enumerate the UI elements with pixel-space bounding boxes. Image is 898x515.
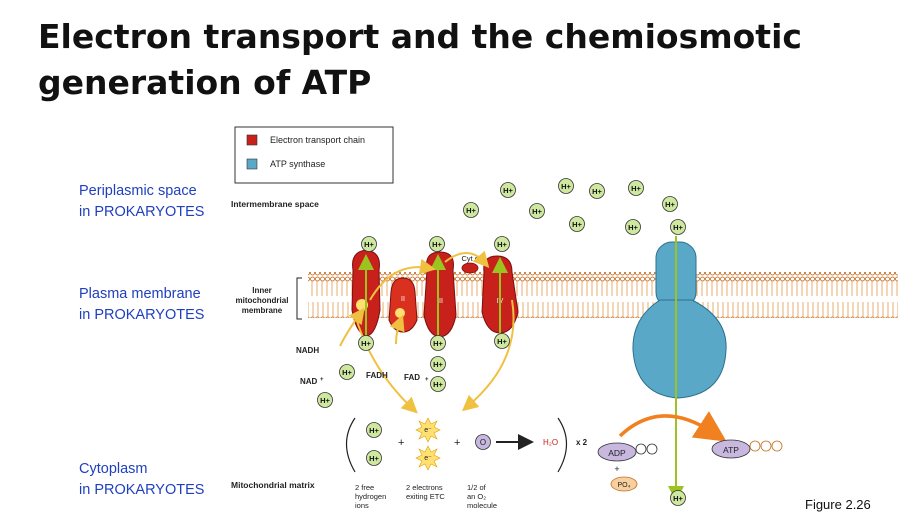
complex-3: III: [423, 251, 457, 338]
slide-title: Electron transport and the chemiosmotic …: [38, 17, 802, 102]
nadh-label: NADH: [296, 346, 319, 355]
figure-label: Figure 2.26: [805, 497, 871, 512]
cap-1a: 2 free: [355, 483, 374, 492]
plasma-membrane-label: Plasma membrane in PROKARYOTES: [79, 284, 204, 326]
proton-pool-top: [361, 178, 686, 252]
water-formation-equation: + e⁻ e⁻ + O H₂O x 2: [345, 417, 588, 473]
inner-label-2: mitochondrial: [236, 296, 289, 305]
cap-3a: 1/2 of: [467, 483, 487, 492]
nad-label: NAD: [300, 377, 318, 386]
etc-swatch: [246, 134, 258, 146]
times-two: x 2: [576, 438, 588, 447]
cytoplasm-label: Cytoplasm in PROKARYOTES: [79, 459, 204, 501]
cap-1b: hydrogen: [355, 492, 386, 501]
cap-2a: 2 electrons: [406, 483, 443, 492]
nad-plus: +: [320, 377, 324, 383]
atp-synthesis: ADP + PO₄ ATP: [597, 411, 783, 492]
synthase-swatch: [246, 158, 258, 170]
phosphate-label: PO₄: [618, 482, 631, 489]
periplasmic-space-label: Periplasmic space in PROKARYOTES: [79, 181, 204, 223]
fad-plus: +: [425, 377, 429, 383]
complex-2: II: [388, 277, 418, 333]
cytoplasm-line2: in PROKARYOTES: [79, 482, 205, 498]
cap-1c: ions: [355, 501, 369, 510]
plus-2: +: [454, 437, 460, 449]
atp-label: ATP: [723, 445, 739, 455]
cyt-c: [461, 262, 479, 274]
oxygen-atom: O: [480, 438, 486, 447]
legend-etc-label: Electron transport chain: [270, 135, 365, 145]
water-label: H₂O: [543, 438, 558, 447]
cap-3c: molecule: [467, 501, 497, 510]
mito-matrix-label: Mitochondrial matrix: [231, 480, 315, 490]
cytoplasm-line1: Cytoplasm: [79, 461, 148, 477]
atp-synthase: [632, 236, 727, 502]
plasma-line2: in PROKARYOTES: [79, 307, 205, 323]
legend-synthase-label: ATP synthase: [270, 159, 325, 169]
inner-label-1: Inner: [252, 286, 272, 295]
complex-2-label: II: [401, 296, 405, 303]
adp-label: ADP: [608, 448, 626, 458]
complex-3-label: III: [437, 298, 443, 305]
cyt-c-label: Cyt c: [461, 254, 478, 263]
adp-plus: +: [614, 464, 619, 474]
cap-3b: an O₂: [467, 492, 486, 501]
legend: Electron transport chain ATP synthase: [234, 126, 394, 184]
periplasmic-line2: in PROKARYOTES: [79, 204, 205, 220]
fad-label: FAD: [404, 373, 420, 382]
fadh2-label: FADH: [366, 371, 388, 380]
electron-1: e⁻: [424, 427, 432, 434]
periplasmic-line1: Periplasmic space: [79, 183, 197, 199]
plasma-line1: Plasma membrane: [79, 286, 201, 302]
electron-2: e⁻: [424, 455, 432, 462]
membrane-bracket: [296, 277, 302, 320]
intermembrane-space-label: Intermembrane space: [231, 199, 319, 209]
cap-2b: exiting ETC: [406, 492, 445, 501]
inner-label-3: membrane: [242, 306, 283, 315]
plus-1: +: [398, 437, 404, 449]
